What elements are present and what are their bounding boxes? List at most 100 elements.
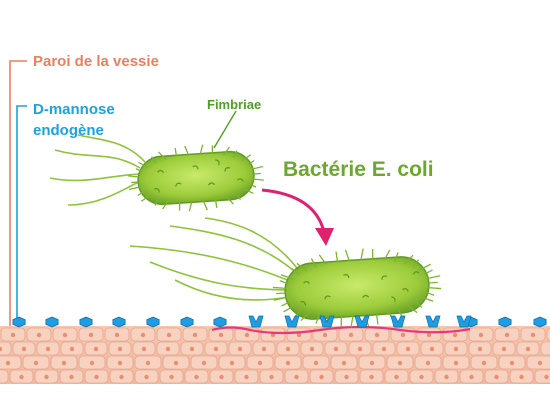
fimbria — [247, 159, 255, 166]
fimbria — [427, 275, 441, 280]
cell-nucleus — [285, 346, 291, 352]
fimbria — [294, 308, 303, 317]
free-mannose-hexagon — [146, 316, 160, 328]
fimbria — [425, 291, 435, 296]
cell-nucleus — [69, 374, 74, 380]
mannose-label-line1: D-mannose — [33, 101, 115, 118]
cell-nucleus — [36, 332, 42, 338]
free-mannose-hexagon — [533, 316, 547, 328]
fimbria — [158, 151, 167, 160]
tissue-cell — [0, 355, 22, 370]
cell-nucleus — [194, 374, 199, 380]
cell-nucleus — [419, 374, 424, 380]
cell-nucleus — [69, 346, 75, 352]
free-mannose-hexagon — [213, 316, 227, 328]
cell-nucleus — [10, 332, 16, 338]
cell-nucleus — [394, 374, 399, 380]
fimbria — [279, 280, 289, 285]
bacteria-title: Bactérie E. coli — [283, 158, 434, 181]
fimbria — [315, 313, 320, 324]
cell-nucleus — [453, 346, 459, 352]
free-mannose-hexagon — [112, 316, 126, 328]
movement-arrow — [261, 188, 334, 246]
bladder-wall-label: Paroi de la vessie — [33, 53, 159, 70]
cell-nucleus — [192, 332, 198, 338]
fimbria — [222, 146, 230, 156]
cell-nucleus — [400, 332, 406, 338]
free-mannose-hexagon — [498, 316, 512, 328]
cell-nucleus — [374, 332, 380, 338]
binding-zone — [211, 325, 471, 335]
fimbria — [276, 292, 286, 295]
cell-nucleus — [426, 332, 432, 338]
cell-nucleus — [494, 374, 499, 380]
surface-spot — [362, 294, 370, 299]
fimbria — [344, 249, 350, 261]
cell-nucleus — [62, 332, 68, 338]
fimbria — [135, 168, 143, 173]
cell-nucleus — [530, 332, 536, 338]
fimbria — [428, 281, 438, 284]
cell-nucleus — [89, 360, 95, 366]
tissue-cell — [0, 369, 9, 384]
fimbria — [420, 296, 434, 302]
tissue-cell — [546, 327, 550, 342]
fimbria — [403, 254, 414, 265]
bladder-wall-bracket — [9, 60, 27, 326]
free-mannose-hexagon — [12, 316, 26, 328]
surface-spot — [192, 165, 199, 170]
cell-nucleus — [519, 374, 524, 380]
cell-nucleus — [477, 346, 483, 352]
fimbria — [137, 190, 145, 197]
fimbria — [411, 259, 420, 268]
bacterium-bottom-flagella — [129, 217, 301, 301]
fimbria — [296, 262, 308, 272]
fimbria — [340, 316, 342, 327]
fimbria — [318, 254, 327, 265]
mannose-label-line2: endogène — [33, 122, 104, 139]
bound-mannose-receptor — [284, 315, 300, 328]
fimbria — [151, 156, 157, 164]
fimbria — [214, 199, 218, 209]
cell-nucleus — [218, 332, 224, 338]
fimbria — [280, 274, 294, 280]
tissue-cell — [540, 341, 550, 356]
cell-nucleus — [313, 360, 319, 366]
cell-nucleus — [189, 346, 195, 352]
fimbria — [138, 161, 149, 168]
cell-nucleus — [425, 360, 431, 366]
cell-nucleus — [319, 374, 324, 380]
cell-nucleus — [244, 332, 250, 338]
fimbria — [241, 154, 252, 162]
bound-mannose-receptor — [319, 315, 335, 328]
cell-nucleus — [309, 346, 315, 352]
fimbria — [414, 300, 423, 308]
cell-nucleus — [504, 332, 510, 338]
bladder-tissue — [0, 326, 550, 384]
fimbria — [406, 304, 418, 314]
cell-nucleus — [5, 360, 11, 366]
cell-nucleus — [294, 374, 299, 380]
cell-nucleus — [444, 374, 449, 380]
cell-nucleus — [525, 346, 531, 352]
fimbria — [291, 268, 300, 276]
fimbriae-label: Fimbriae — [207, 97, 262, 112]
cell-nucleus — [453, 360, 459, 366]
surface-spot — [402, 287, 409, 292]
fimbriae-pointer — [213, 110, 237, 149]
fimbria — [300, 311, 311, 322]
tissue-cell — [534, 369, 550, 384]
fimbria — [418, 263, 431, 271]
cell-nucleus — [285, 360, 291, 366]
fimbria — [394, 252, 399, 263]
fimbria — [199, 144, 204, 154]
surface-spot — [343, 274, 350, 279]
cell-nucleus — [322, 332, 328, 338]
cell-nucleus — [405, 346, 411, 352]
fimbria — [140, 194, 151, 202]
cell-nucleus — [429, 346, 435, 352]
cell-nucleus — [140, 332, 146, 338]
cell-nucleus — [165, 346, 171, 352]
